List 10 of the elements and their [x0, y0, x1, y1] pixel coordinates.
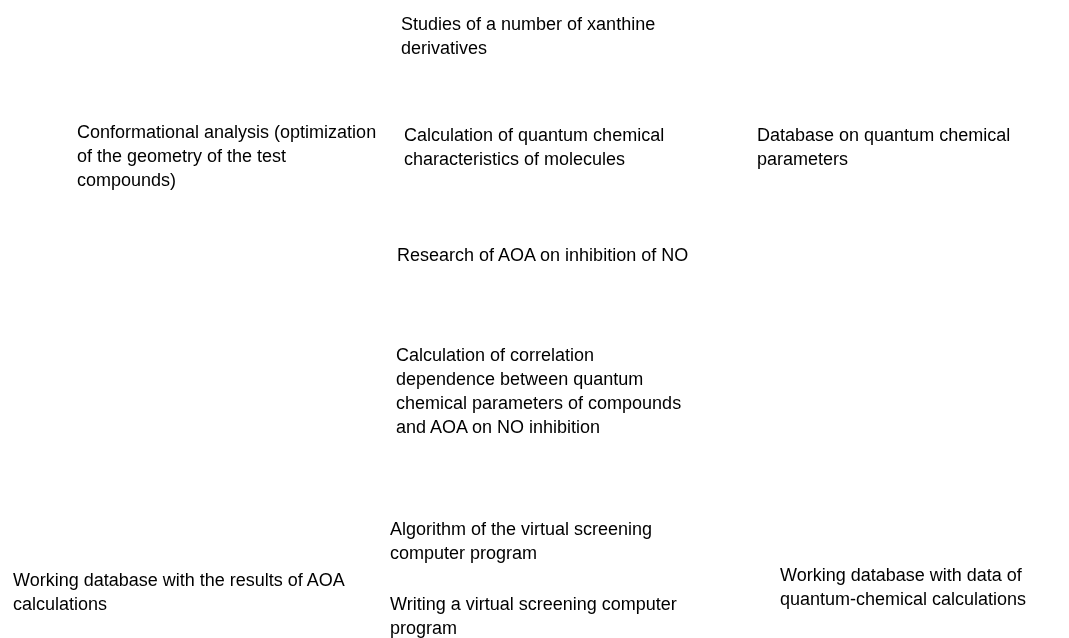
step-text: Studies of a number of xanthine derivatives: [401, 13, 657, 60]
step-text: Algorithm of the virtual screening computer program: [390, 518, 654, 565]
step-text: Conformational analysis (optimization of the geometry of the test compounds): [77, 121, 378, 192]
step-text: Calculation of quantum chemical characteristics of molecules: [404, 124, 666, 171]
step-text: Working database with data of quantum-chemical calculations: [780, 564, 1028, 611]
step-text: Research of AOA on inhibition of NO: [397, 244, 690, 267]
step-text: Calculation of correlation dependence between quantum chemical parameters of compounds and AOA on NO inhibition: [396, 344, 683, 439]
step-text: Writing a virtual screening computer program: [390, 593, 678, 638]
step-text: Database on quantum chemical parameters: [757, 124, 1012, 171]
step-text: Working database with the results of AOA calculations: [13, 569, 346, 616]
